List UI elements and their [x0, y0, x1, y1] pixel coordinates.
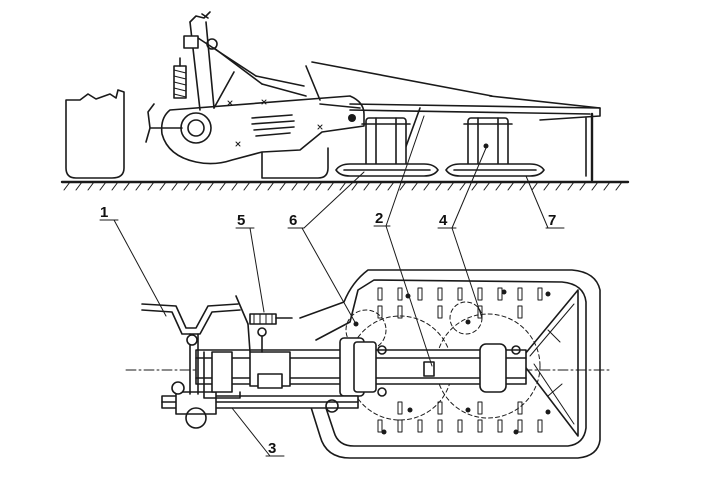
- crank-handle: [145, 103, 183, 143]
- tractor-tire-left: [65, 89, 125, 179]
- plate-slots: [377, 287, 543, 433]
- lift-spring: [173, 57, 187, 99]
- callout-1-label: 1: [100, 204, 108, 221]
- callout-7: 7: [525, 175, 565, 229]
- ground-line: [60, 180, 630, 191]
- end-plate: [519, 289, 579, 437]
- housing-slots: [251, 114, 295, 137]
- drive-pulley-hub: [187, 119, 205, 137]
- hitch-mast: [183, 11, 307, 111]
- skid-plate-outer: [299, 269, 601, 459]
- plan-view: [125, 269, 613, 459]
- side-elevation-view: [60, 11, 630, 191]
- callout-3-label: 3: [268, 440, 276, 457]
- cutter-drum-left: [335, 117, 439, 177]
- callout-4: 4: [437, 147, 487, 319]
- pivot-pin: [348, 114, 356, 122]
- skid-plate-inner: [315, 279, 587, 447]
- callout-3: 3: [231, 407, 285, 457]
- callout-2: 2: [373, 115, 433, 367]
- hitch-arms: [141, 295, 251, 395]
- spring-assembly: [249, 313, 293, 353]
- tie-rod: [311, 61, 493, 97]
- lower-rail: [161, 391, 359, 429]
- tractor-tire-right: [261, 147, 329, 179]
- main-beam: [195, 337, 527, 397]
- cutter-bar-beam: [349, 95, 601, 182]
- callout-5: 5: [235, 212, 265, 313]
- callout-6: 6: [287, 171, 365, 325]
- end-plate-ribs: [529, 303, 575, 425]
- tie-rod-post: [305, 65, 321, 101]
- callout-5-label: 5: [237, 212, 245, 229]
- housing-bolts: [227, 99, 323, 147]
- callout-4-label: 4: [439, 212, 448, 229]
- drive-pulley: [180, 112, 212, 144]
- cutter-drum-right: [445, 117, 545, 177]
- callout-1: 1: [99, 204, 167, 317]
- callout-7-label: 7: [548, 212, 556, 229]
- callout-6-label: 6: [289, 212, 297, 229]
- gearbox-block: [203, 351, 291, 399]
- knife-circle-right: [449, 301, 483, 335]
- callout-2-label: 2: [375, 210, 383, 227]
- housing-arm: [319, 103, 361, 109]
